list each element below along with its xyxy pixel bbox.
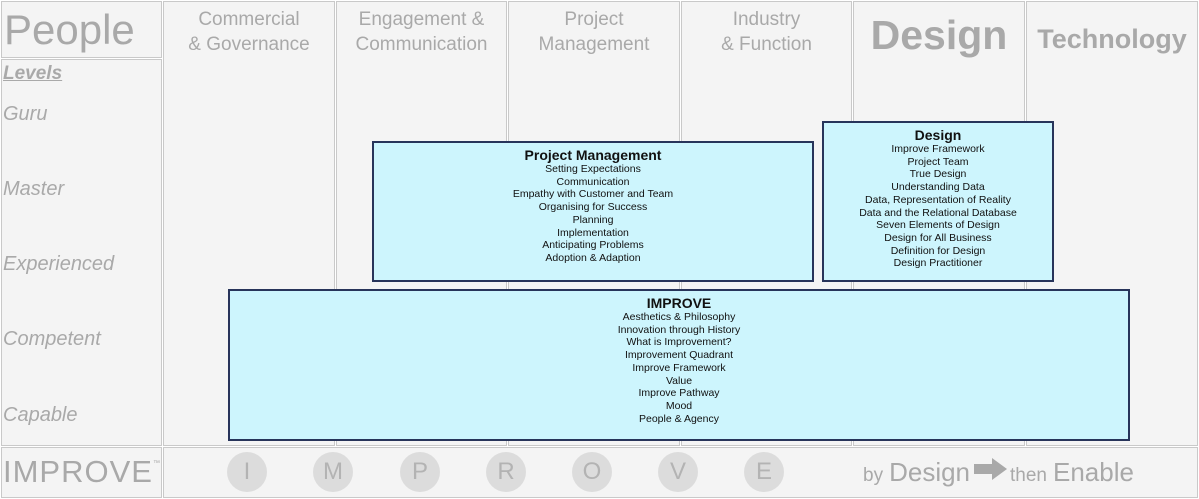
list-item: Project Team	[907, 155, 969, 168]
header-industry-function: Industry& Function	[721, 9, 812, 55]
level-competent: Competent	[3, 328, 101, 350]
people-header-cell: People	[1, 1, 162, 58]
header-engagement-communication: Engagement &Communication	[355, 9, 488, 55]
list-item: Aesthetics & Philosophy	[622, 311, 736, 323]
list-item: Seven Elements of Design	[876, 219, 1000, 232]
list-item: What is Improvement?	[626, 336, 732, 349]
header-commercial-governance: Commercial& Governance	[188, 9, 310, 55]
arrow-right-icon	[974, 457, 1008, 486]
letter-circle-p: P	[400, 452, 440, 492]
tagline-enable: Enable	[1053, 457, 1134, 487]
level-guru: Guru	[3, 103, 48, 125]
project-management-box-title: Project Management	[524, 147, 662, 163]
list-item: Anticipating Problems	[542, 239, 644, 252]
list-item: Design Practitioner	[893, 257, 983, 270]
list-item: Empathy with Customer and Team	[512, 188, 674, 201]
letter-circle-m: M	[313, 452, 353, 492]
header-design: Design	[870, 12, 1008, 58]
list-item: Setting Expectations	[545, 163, 641, 175]
list-item: People & Agency	[639, 412, 719, 425]
list-item: Understanding Data	[891, 181, 985, 194]
list-item: Mood	[665, 399, 693, 412]
improve-box-title: IMPROVE	[646, 295, 712, 311]
levels-title: Levels	[3, 63, 63, 84]
tagline-then: then	[1010, 465, 1047, 486]
letter-circle-r: R	[486, 452, 526, 492]
level-capable: Capable	[3, 404, 78, 426]
levels-column	[1, 59, 162, 446]
list-item: Data and the Relational Database	[859, 206, 1017, 219]
design-box-title: Design	[914, 127, 962, 143]
list-item: Implementation	[557, 226, 629, 239]
design-box: Design Improve Framework Project Team Tr…	[822, 121, 1054, 282]
list-item: Innovation through History	[617, 323, 741, 336]
improve-logo: IMPROVE™	[3, 454, 161, 489]
list-item: Improvement Quadrant	[625, 349, 733, 362]
letter-circle-i: I	[227, 452, 267, 492]
list-item: Definition for Design	[890, 244, 986, 257]
level-master: Master	[3, 178, 65, 200]
list-item: True Design	[909, 168, 967, 181]
list-item: Improve Framework	[632, 361, 726, 374]
tagline-by: by	[863, 465, 884, 486]
letter-circle-o: O	[572, 452, 612, 492]
tagline: by Design then Enable	[863, 457, 1134, 488]
letter-circle-v: V	[658, 452, 698, 492]
improve-box: IMPROVE Aesthetics & Philosophy Innovati…	[228, 289, 1130, 441]
project-management-box: Project Management Setting Expectations …	[372, 141, 814, 282]
tagline-design: Design	[889, 457, 971, 487]
header-technology: Technology	[1037, 24, 1187, 54]
footer-logo-cell	[1, 447, 162, 498]
list-item: Design for All Business	[884, 231, 992, 244]
list-item: Planning	[572, 213, 614, 226]
list-item: Communication	[556, 175, 630, 188]
list-item: Improve Framework	[891, 143, 985, 155]
list-item: Organising for Success	[538, 201, 648, 214]
list-item: Data, Representation of Reality	[865, 193, 1011, 206]
list-item: Adoption & Adaption	[545, 251, 641, 264]
level-experienced: Experienced	[3, 253, 115, 275]
letter-circle-e: E	[744, 452, 784, 492]
list-item: Value	[665, 374, 693, 387]
people-title: People	[4, 5, 135, 53]
list-item: Improve Pathway	[638, 387, 720, 400]
